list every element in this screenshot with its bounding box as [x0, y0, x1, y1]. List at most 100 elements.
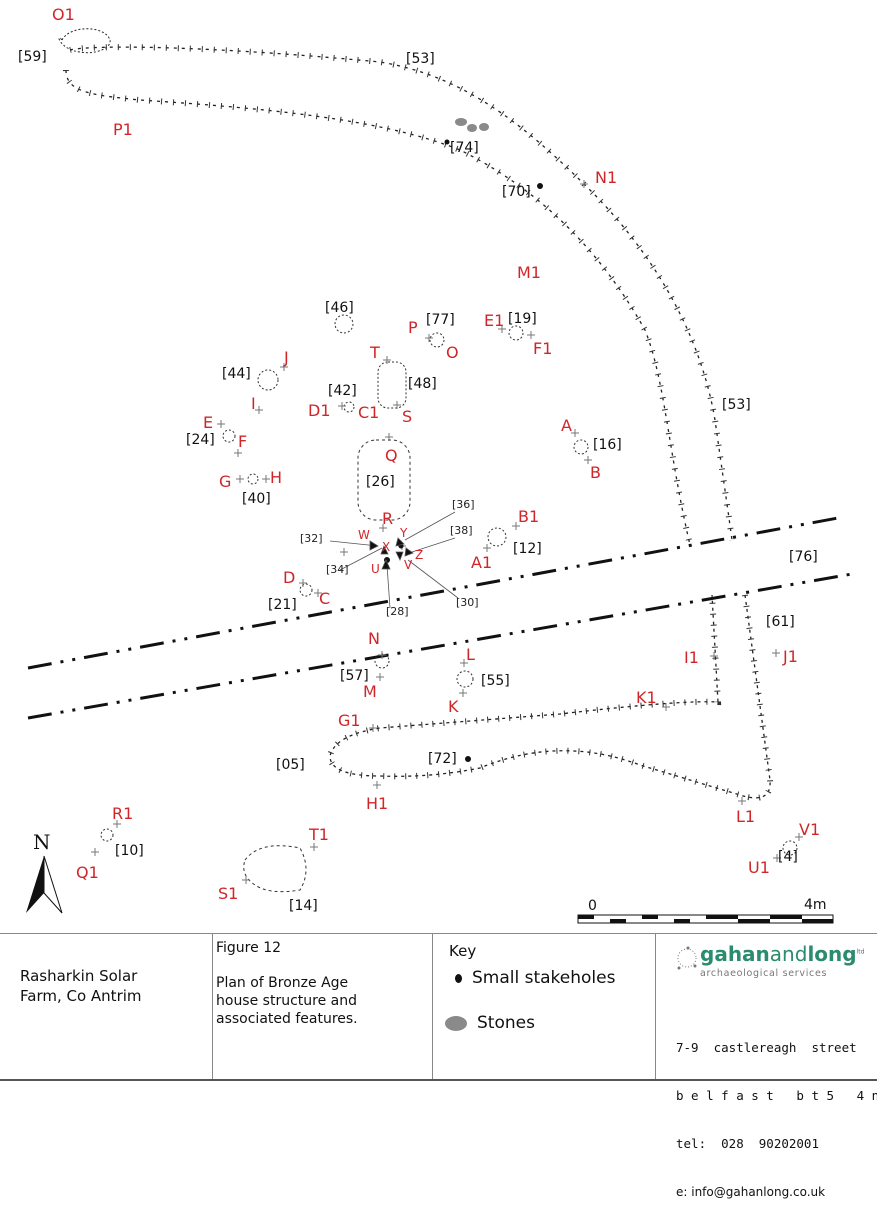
logo-tagline: archaeological services — [700, 968, 828, 979]
caption-line: associated features. — [216, 1011, 358, 1027]
address-line: 7-9 castlereagh street — [676, 1040, 857, 1055]
feature-marker-label: G — [219, 472, 231, 491]
field-boundary-line — [27, 572, 853, 720]
feature-marker-label: Z — [415, 548, 423, 562]
context-number-label: [74] — [450, 140, 479, 156]
context-number-label: [53] — [406, 51, 435, 67]
key-stakeholes: Small stakeholes — [472, 968, 616, 988]
context-number-label: [61] — [766, 614, 795, 630]
context-number-label: [34] — [326, 563, 349, 576]
feature-marker-label: X — [382, 540, 390, 554]
site-name-line: Farm, Co Antrim — [20, 987, 142, 1005]
context-number-label: [44] — [222, 366, 251, 382]
field-boundary-line — [27, 516, 839, 670]
feature-marker-label: C1 — [358, 403, 379, 422]
feature-marker-label: E — [203, 413, 213, 432]
logo-mark-icon — [677, 946, 697, 970]
context-number-label: [48] — [408, 376, 437, 392]
stakehole-symbol-icon — [455, 973, 462, 983]
feature-marker-label: W — [358, 528, 370, 542]
feature-marker-label: G1 — [338, 711, 361, 730]
feature-marker-label: A — [561, 416, 572, 435]
stones — [455, 118, 489, 132]
logo-text-c: long — [807, 942, 857, 966]
feature-marker-label: V — [404, 558, 413, 572]
context-number-label: [36] — [452, 498, 475, 511]
feature-marker-label: Y — [399, 526, 408, 540]
context-number-label: [77] — [426, 312, 455, 328]
feature-marker-label: B1 — [518, 507, 539, 526]
posthole-cluster — [329, 511, 459, 609]
logo-ltd: ltd — [856, 948, 865, 956]
feature-labels: [59] [53] [74] [70] [46] [77] [19] [44] [48] [42]… — [18, 49, 818, 914]
features — [100, 314, 798, 893]
feature-marker-label: A1 — [471, 553, 492, 572]
context-number-label: [10] — [115, 843, 144, 859]
key-stones: Stones — [477, 1013, 535, 1033]
feature-marker-label: H — [270, 468, 282, 487]
feature-marker-label: I1 — [684, 648, 699, 667]
ditch-53 — [58, 28, 735, 546]
context-number-label: [14] — [289, 898, 318, 914]
feature-marker-label: V1 — [799, 820, 820, 839]
context-number-label: [16] — [593, 437, 622, 453]
feature-marker-label: D — [283, 568, 295, 587]
context-number-label: [46] — [325, 300, 354, 316]
context-number-label: [42] — [328, 383, 357, 399]
title-block: Rasharkin Solar Farm, Co Antrim Figure 1… — [0, 933, 877, 1199]
feature-marker-label: F1 — [533, 339, 552, 358]
feature-marker-label: P — [408, 318, 418, 337]
context-number-label: [26] — [366, 474, 395, 490]
stone-symbol-icon — [445, 1015, 467, 1031]
survey-crosses — [91, 180, 803, 884]
context-number-label: [30] — [456, 596, 479, 609]
feature-marker-label: Q1 — [76, 863, 99, 882]
feature-marker-label: R — [382, 509, 393, 528]
feature-marker-label: Q — [385, 446, 398, 465]
feature-marker-label: R1 — [112, 804, 133, 823]
feature-marker-label: M1 — [517, 263, 541, 282]
site-name-line: Rasharkin Solar — [20, 967, 138, 985]
feature-marker-label: S1 — [218, 884, 238, 903]
context-number-label: [55] — [481, 673, 510, 689]
email: e: info@gahanlong.co.uk — [676, 1185, 826, 1199]
feature-marker-label: L — [466, 645, 475, 664]
feature-marker-label: J — [283, 348, 289, 367]
feature-marker-label: S — [402, 407, 412, 426]
context-number-label: [72] — [428, 751, 457, 767]
feature-marker-label: C — [319, 589, 330, 608]
scale-bar: 0 4m — [577, 897, 834, 924]
feature-marker-label: P1 — [113, 120, 133, 139]
feature-marker-label: B — [590, 463, 601, 482]
feature-marker-label: K1 — [636, 688, 657, 707]
feature-marker-label: U1 — [748, 858, 770, 877]
context-number-label: [70] — [502, 184, 531, 200]
caption-line: house structure and — [216, 993, 357, 1009]
feature-marker-label: O1 — [52, 5, 75, 24]
feature-marker-label: K — [448, 697, 459, 716]
context-number-label: [21] — [268, 597, 297, 613]
key-title: Key — [449, 942, 477, 960]
feature-marker-label: N — [368, 629, 380, 648]
context-number-label: [28] — [386, 605, 409, 618]
context-number-label: [38] — [450, 524, 473, 537]
north-arrow-icon: N — [26, 830, 63, 914]
feature-marker-label: M — [363, 682, 377, 701]
caption-line: Plan of Bronze Age — [216, 975, 349, 991]
address-line: b e l f a s t b t 5 4 n e — [676, 1088, 877, 1103]
context-number-label: [59] — [18, 49, 47, 65]
feature-marker-label: F — [238, 432, 247, 451]
figure-number: Figure 12 — [216, 940, 282, 956]
scale-start: 0 — [588, 898, 597, 914]
context-number-label: [53] — [722, 397, 751, 413]
context-number-label: [19] — [508, 311, 537, 327]
feature-marker-label: O — [446, 343, 459, 362]
context-number-label: [24] — [186, 432, 215, 448]
feature-marker-label: I — [251, 394, 256, 413]
stakeholes — [384, 139, 543, 762]
context-number-label: [57] — [340, 668, 369, 684]
context-number-label: [4] — [778, 849, 798, 865]
context-number-label: [40] — [242, 491, 271, 507]
